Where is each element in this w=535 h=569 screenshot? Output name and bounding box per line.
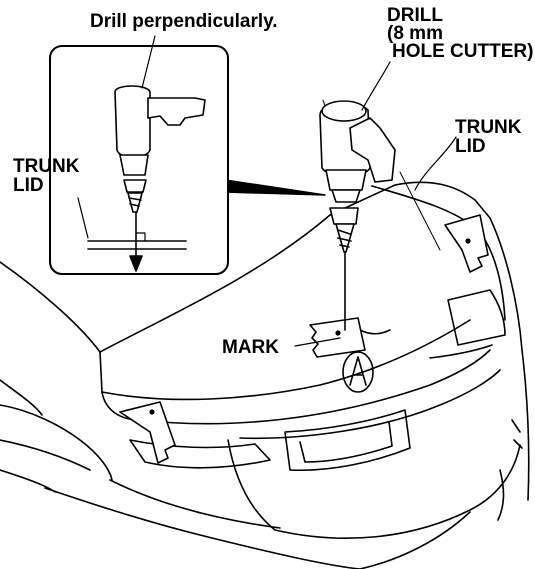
drill-perpendicularly-label: Drill perpendicularly. xyxy=(90,11,278,32)
drill-label-line1: DRILL xyxy=(387,5,443,26)
drill-label-line3: HOLE CUTTER) xyxy=(392,41,534,62)
callout-wedge xyxy=(224,179,326,196)
masking-tape-right xyxy=(444,214,489,273)
drill-icon xyxy=(319,100,396,253)
trunk-lid-inset-label-line1: TRUNK xyxy=(13,156,80,177)
masking-tape-left xyxy=(119,401,176,464)
mark-label: MARK xyxy=(222,337,279,358)
trunk-lid-label-line2: LID xyxy=(455,136,486,157)
emblem-icon xyxy=(342,351,374,393)
trunk-lid-inset-label-line2: LID xyxy=(13,175,44,196)
masking-tape-center xyxy=(309,317,366,358)
inset-detail-box xyxy=(49,45,229,275)
inset-drill-icon xyxy=(114,85,206,213)
leader-lines xyxy=(77,35,457,347)
drill-label-line2: (8 mm xyxy=(387,23,443,44)
trunk-lid-label-line1: TRUNK xyxy=(455,117,522,138)
car-body xyxy=(0,171,530,569)
